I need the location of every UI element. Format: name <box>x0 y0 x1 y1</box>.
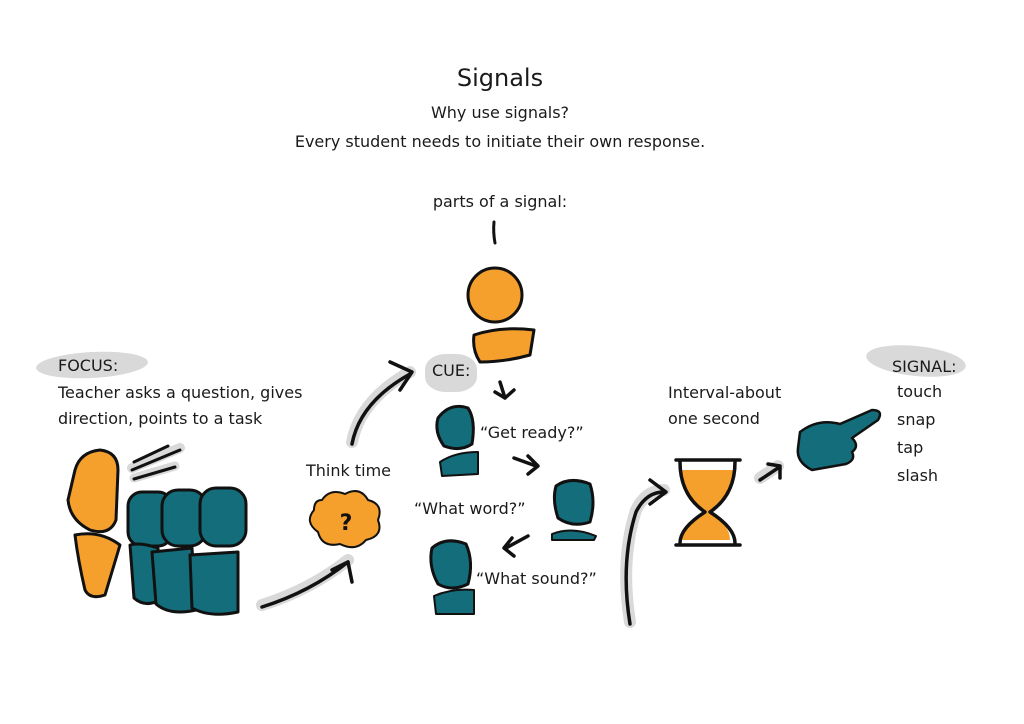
parts-label: parts of a signal: <box>432 192 568 211</box>
arrow-to-signal-icon <box>754 460 784 484</box>
cue-prompt-what-word: “What word?” <box>414 499 526 518</box>
student-what-sound-icon <box>429 539 475 615</box>
connector-tick <box>492 220 497 245</box>
teacher-body-icon <box>73 532 122 599</box>
arrow-right-icon <box>512 454 540 476</box>
signal-type-tap: tap <box>897 438 924 457</box>
students-group-icon <box>126 486 248 616</box>
student-what-word-icon <box>551 479 597 541</box>
teacher-head-icon <box>66 448 120 534</box>
subtitle: Why use signals? <box>430 103 570 122</box>
focus-line-1: Teacher asks a question, gives <box>58 383 303 402</box>
speech-lines-icon <box>127 443 185 483</box>
arrow-down-icon <box>493 380 516 400</box>
arrow-to-interval-icon <box>620 478 670 628</box>
think-time-label: Think time <box>306 461 391 480</box>
svg-text:?: ? <box>340 511 353 536</box>
arrow-left-icon <box>502 534 530 558</box>
cue-heading: CUE: <box>432 361 471 380</box>
arrow-to-cue-icon <box>346 360 416 448</box>
cue-teacher-head-icon <box>466 266 524 324</box>
page-title: Signals <box>456 64 544 92</box>
focus-heading: FOCUS: <box>58 356 119 375</box>
cue-prompt-what-sound: “What sound?” <box>476 569 597 588</box>
cue-teacher-body-icon <box>472 327 536 364</box>
cue-highlight <box>425 354 477 392</box>
signal-type-snap: snap <box>897 410 936 429</box>
focus-line-2: direction, points to a task <box>58 409 263 428</box>
pointing-hand-icon <box>796 408 882 472</box>
student-get-ready-icon <box>435 404 479 477</box>
thought-cloud-icon: ? <box>308 490 381 549</box>
hourglass-icon <box>674 458 742 547</box>
interval-line-1: Interval-about <box>668 383 782 402</box>
interval-line-2: one second <box>668 409 760 428</box>
cue-prompt-get-ready: “Get ready?” <box>480 423 584 442</box>
rationale-text: Every student needs to initiate their ow… <box>294 132 706 151</box>
signal-type-touch: touch <box>897 382 943 401</box>
signal-type-slash: slash <box>897 466 939 485</box>
signal-heading: SIGNAL: <box>892 357 957 376</box>
arrow-to-think-time-icon <box>256 554 354 611</box>
